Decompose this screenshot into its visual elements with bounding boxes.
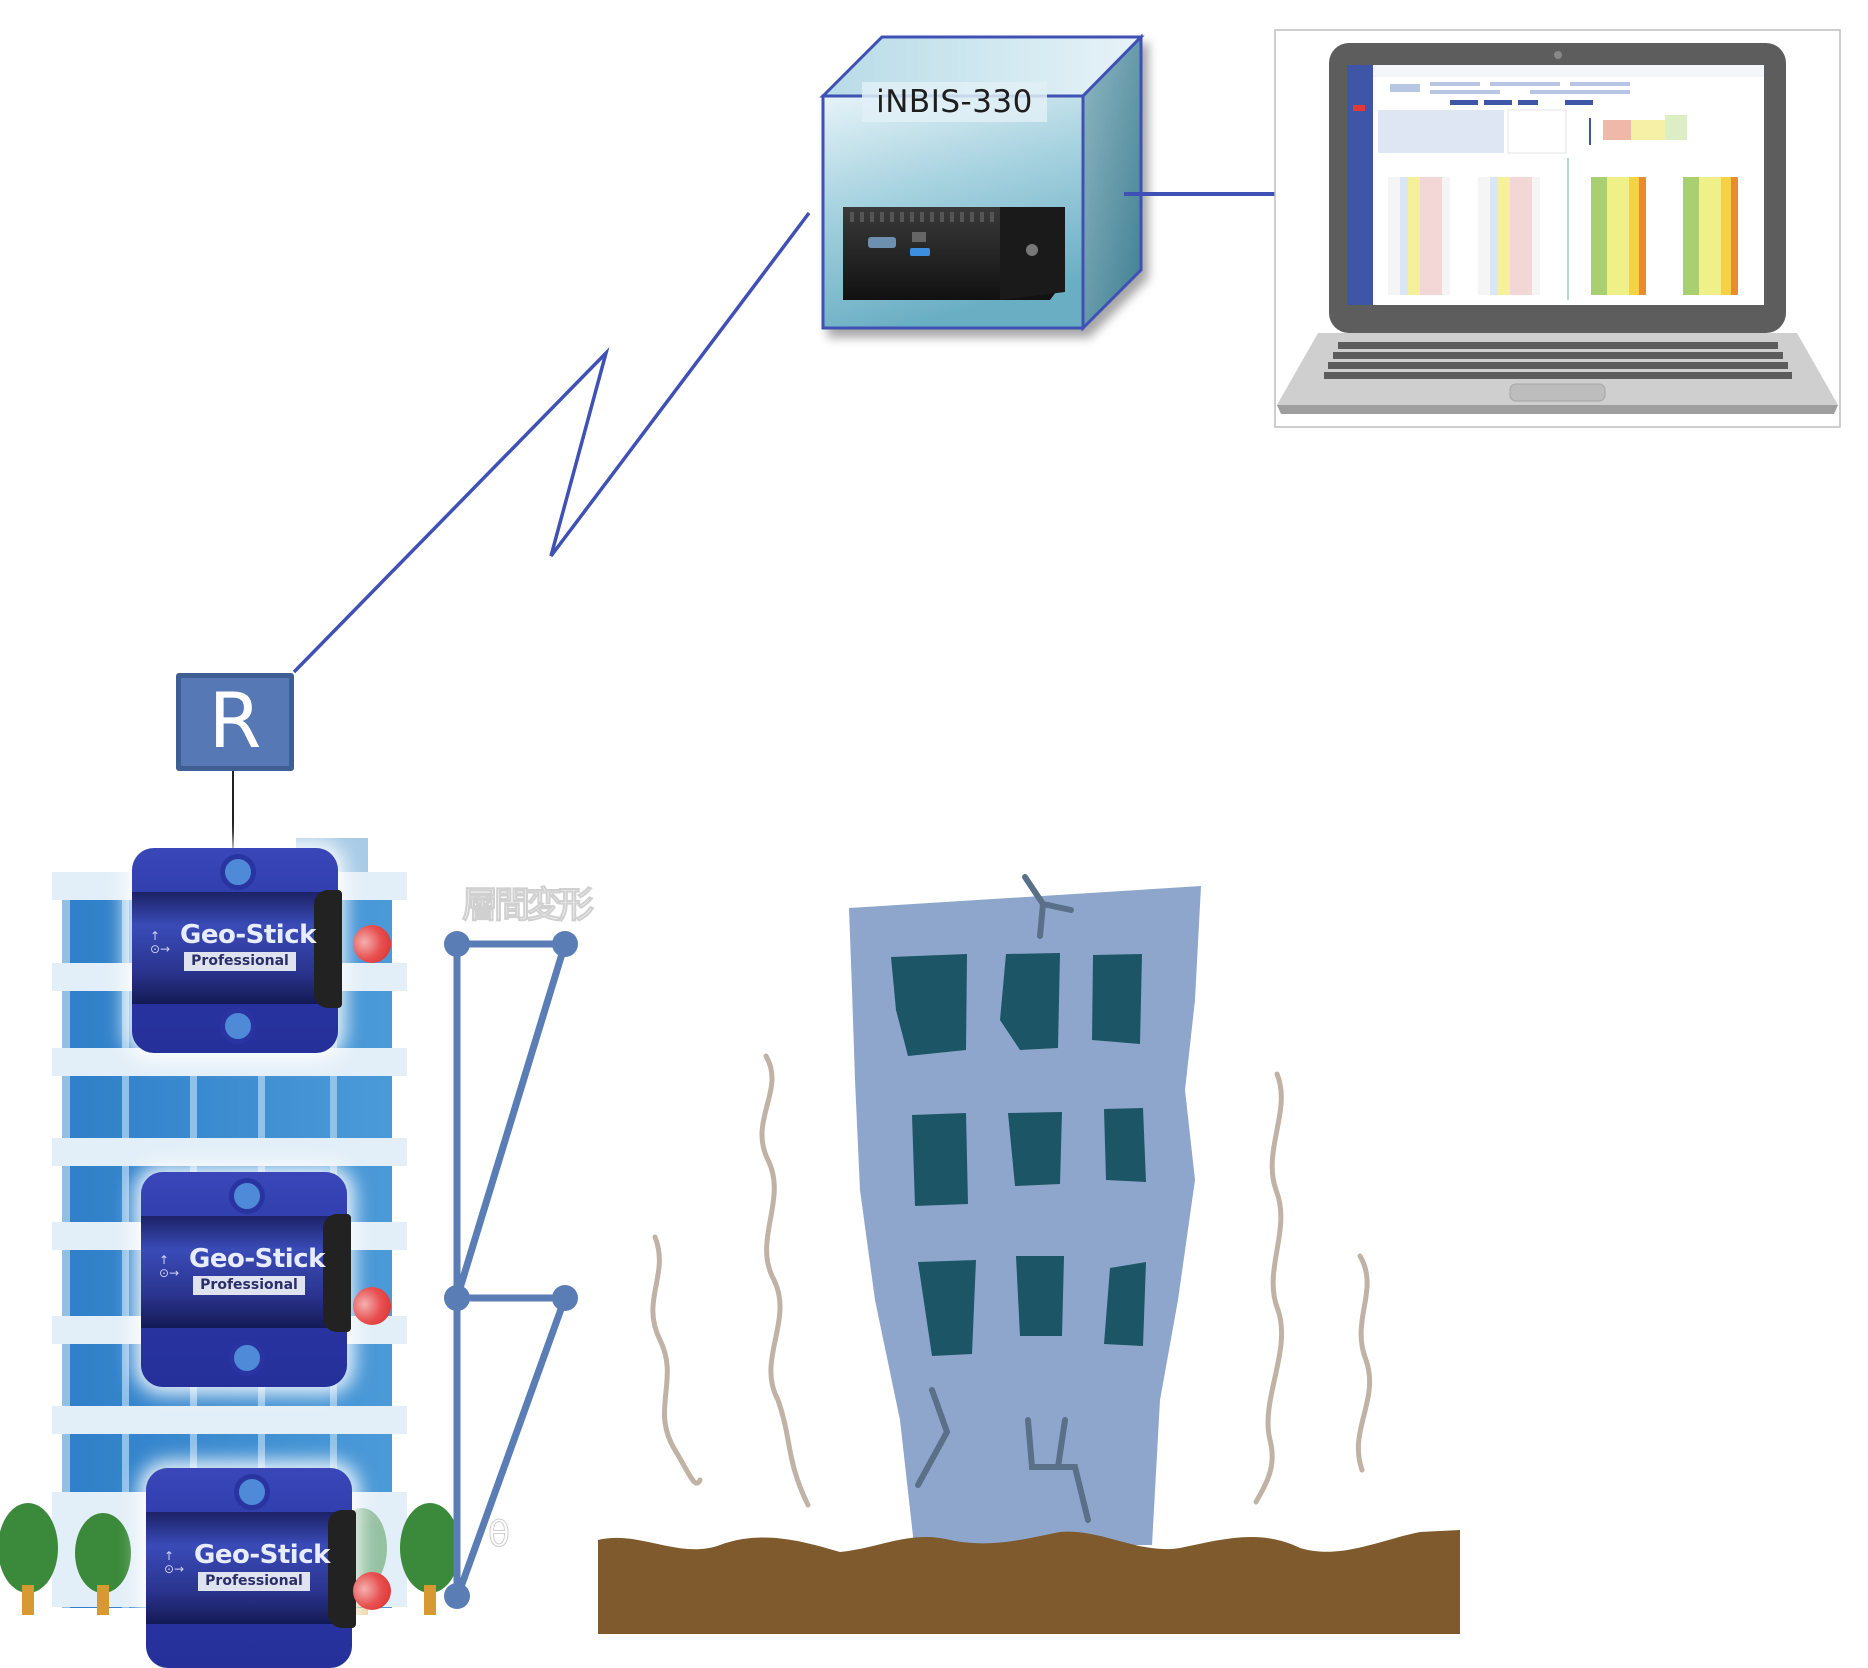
alert-indicator xyxy=(353,925,391,963)
drift-node xyxy=(444,1285,470,1311)
drift-node xyxy=(552,1285,578,1311)
alert-indicator xyxy=(353,1572,391,1610)
story-drift-title: 層間変形 xyxy=(461,885,594,927)
diagram-canvas xyxy=(0,29,1841,1634)
sensor-model: Professional xyxy=(184,952,296,971)
sensor-brand: Geo-Stick xyxy=(189,1244,325,1274)
sensor-brand: Geo-Stick xyxy=(194,1540,330,1570)
drift-node xyxy=(444,931,470,957)
story-drift-diagram xyxy=(453,940,569,1602)
drift-deformed-line-upper xyxy=(453,940,569,1302)
drift-nodes xyxy=(444,931,578,1609)
sensor-brand: Geo-Stick xyxy=(180,920,316,950)
drift-node xyxy=(552,931,578,957)
mount-hole-icon xyxy=(229,1178,265,1214)
axes-icon: ↑⊙→ xyxy=(159,1253,180,1280)
laptop-icon xyxy=(1274,29,1841,428)
alert-indicator xyxy=(353,1287,391,1325)
geo-stick-sensor-top[interactable]: ↑⊙→ Geo-Stick Professional xyxy=(132,848,342,1053)
shake-lines-icon xyxy=(650,1053,1373,1508)
mini-pc-icon xyxy=(843,207,1065,300)
drift-deformed-line-lower xyxy=(453,1294,569,1602)
tree-icon xyxy=(400,1503,460,1615)
mount-hole-icon xyxy=(220,1008,256,1044)
wireless-link-line xyxy=(292,211,811,674)
drift-angle-symbol: θ xyxy=(487,1514,511,1556)
axes-icon: ↑⊙→ xyxy=(150,929,171,956)
mount-hole-icon xyxy=(234,1474,270,1510)
mount-hole-icon xyxy=(229,1340,265,1376)
geo-stick-sensor-middle[interactable]: ↑⊙→ Geo-Stick Professional xyxy=(141,1172,351,1387)
axes-icon: ↑⊙→ xyxy=(164,1549,185,1576)
ground-icon xyxy=(598,1530,1460,1634)
router-label: R xyxy=(208,676,262,765)
router-box[interactable]: R xyxy=(176,673,294,771)
tree-icon xyxy=(0,1503,58,1615)
sensor-model: Professional xyxy=(193,1276,305,1295)
damaged-building-icon xyxy=(849,874,1201,1545)
mount-hole-icon xyxy=(220,854,256,890)
server-label: iNBIS-330 xyxy=(862,82,1047,122)
geo-stick-sensor-bottom[interactable]: ↑⊙→ Geo-Stick Professional xyxy=(146,1468,356,1668)
drift-node xyxy=(444,1583,470,1609)
sensor-model: Professional xyxy=(198,1572,310,1591)
tree-icon xyxy=(75,1513,131,1615)
